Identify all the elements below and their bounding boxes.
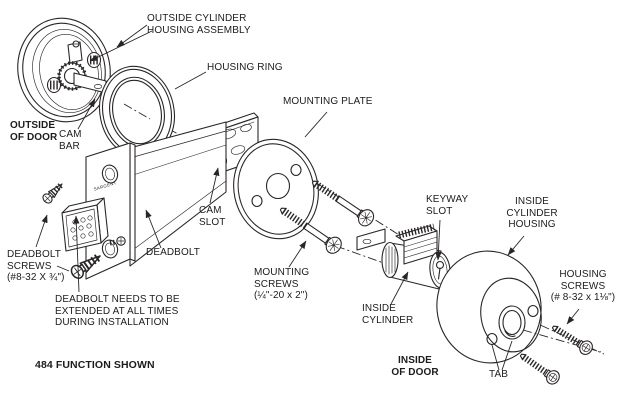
label-outside-cylinder-housing-assembly: OUTSIDE CYLINDER HOUSING ASSEMBLY <box>147 13 251 36</box>
tab-drawing <box>504 330 516 337</box>
label-deadbolt-screws: DEADBOLT SCREWS (#8-32 X ¾") <box>7 249 65 283</box>
leader-deadbolt-screws <box>35 214 48 248</box>
leader-tab-1 <box>491 344 500 371</box>
label-deadbolt: DEADBOLT <box>146 247 200 258</box>
leader-housing-ring <box>174 71 207 90</box>
leader-outside-assembly-1 <box>116 24 148 48</box>
deadbolt-bolt-drawing <box>61 197 109 252</box>
label-function-shown: 484 FUNCTION SHOWN <box>35 359 155 371</box>
leader-outside-assembly-2 <box>89 30 153 62</box>
leader-keyway-slot <box>435 219 442 261</box>
leader-lines <box>35 24 580 371</box>
label-housing-ring: HOUSING RING <box>207 62 283 73</box>
mounting-plate-drawing <box>233 138 319 240</box>
label-inside-cylinder: INSIDE CYLINDER <box>362 303 414 326</box>
label-cam-bar: CAM BAR <box>59 129 82 152</box>
housing-screw-2 <box>519 353 560 385</box>
leader-inside-cylinder-housing <box>507 235 525 256</box>
label-keyway-slot: KEYWAY SLOT <box>426 194 469 217</box>
label-mounting-plate: MOUNTING PLATE <box>283 96 373 107</box>
label-mounting-screws: MOUNTING SCREWS (¼"-20 x 2") <box>254 267 310 301</box>
label-cam-slot: CAM SLOT <box>199 205 226 228</box>
inside-cylinder-housing-drawing <box>436 250 542 364</box>
housing-screw-1 <box>551 325 593 355</box>
leader-tab-2 <box>501 340 513 371</box>
leader-cam-slot <box>209 167 220 204</box>
leader-inside-cylinder <box>390 271 409 305</box>
leader-deadbolt <box>145 209 162 249</box>
deadbolt-screw-2 <box>70 254 101 279</box>
label-installation-note: DEADBOLT NEEDS TO BE EXTENDED AT ALL TIM… <box>55 294 180 328</box>
leader-mounting-screws <box>288 240 307 268</box>
label-inside-of-door: INSIDE OF DOOR <box>391 355 439 378</box>
leader-installation-note <box>73 215 80 293</box>
leader-mounting-plate <box>304 111 328 138</box>
faceplate-screw-drawing <box>109 236 126 246</box>
leader-housing-screws <box>566 308 580 325</box>
keyway-drawing <box>435 260 445 280</box>
mounting-screw-1 <box>311 180 375 227</box>
label-tab: TAB <box>489 369 509 380</box>
label-housing-screws: HOUSING SCREWS (# 8-32 x 1⅛") <box>550 269 616 303</box>
outside-cylinder-housing-drawing <box>17 17 111 123</box>
faceplate-drawing <box>85 142 136 280</box>
leader-deadbolt-screws-2 <box>56 265 70 272</box>
label-outside-of-door: OUTSIDE OF DOOR <box>10 120 58 143</box>
label-inside-cylinder-housing: INSIDE CYLINDER HOUSING <box>506 196 558 230</box>
center-axis-line-right <box>522 329 602 353</box>
leader-cam-bar <box>77 98 96 130</box>
deadbolt-screw-1 <box>42 183 63 204</box>
mounting-screw-2 <box>279 207 342 254</box>
